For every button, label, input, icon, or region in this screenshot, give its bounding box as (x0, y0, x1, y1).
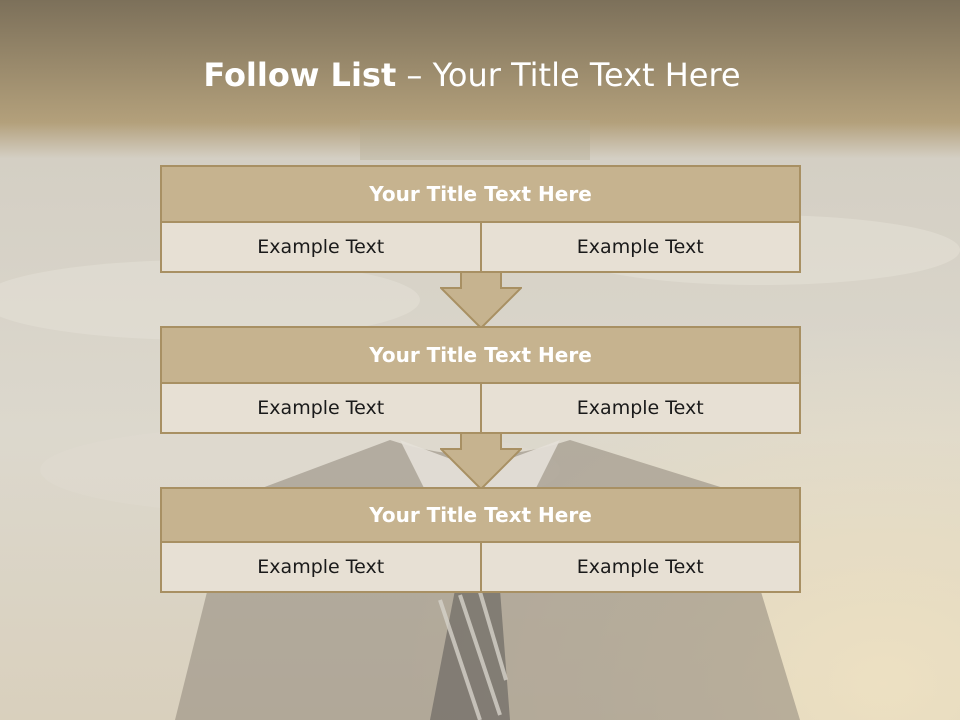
block-cell-left: Example Text (162, 384, 480, 432)
block-title: Your Title Text Here (160, 326, 801, 384)
block-cell-right: Example Text (479, 223, 799, 271)
block-title: Your Title Text Here (160, 487, 801, 543)
block-cell-right: Example Text (479, 543, 799, 591)
block-cell-left: Example Text (162, 223, 480, 271)
slide-title-bold: Follow List (203, 56, 397, 94)
block-row: Example Text Example Text (160, 384, 801, 434)
slide-title: Follow List – Your Title Text Here (0, 56, 944, 94)
block-cell-left: Example Text (162, 543, 480, 591)
block-cell-right: Example Text (479, 384, 799, 432)
list-block-1: Your Title Text Here Example Text Exampl… (160, 165, 801, 273)
down-arrow-icon (440, 271, 522, 329)
slide-title-rest: – Your Title Text Here (396, 56, 741, 94)
block-row: Example Text Example Text (160, 543, 801, 593)
block-title: Your Title Text Here (160, 165, 801, 223)
list-block-2: Your Title Text Here Example Text Exampl… (160, 326, 801, 434)
down-arrow-icon (440, 432, 522, 490)
block-row: Example Text Example Text (160, 223, 801, 273)
list-block-3: Your Title Text Here Example Text Exampl… (160, 487, 801, 593)
